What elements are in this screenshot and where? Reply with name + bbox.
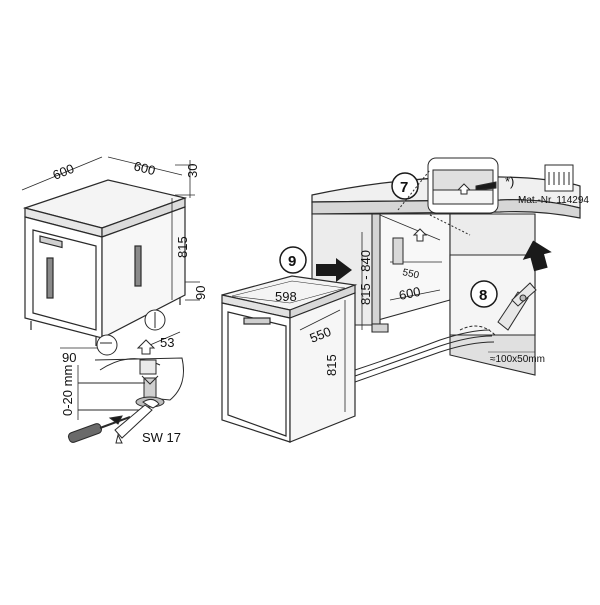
dim-toe-90: 90 <box>193 286 208 300</box>
step-8-label: 8 <box>479 287 487 304</box>
step-8-marker <box>470 280 498 308</box>
hoses <box>354 329 495 383</box>
water-connection <box>459 282 537 336</box>
built-in-dishwasher <box>221 275 358 443</box>
mat-nr-label: Mat.-Nr. 114294 <box>518 195 589 206</box>
lift-arrow-icon <box>522 240 552 272</box>
dim-width-600: 600 <box>51 161 77 183</box>
step-9-marker <box>279 246 307 274</box>
wrench-icon <box>108 398 160 444</box>
dim-niche-height: 815 - 840 <box>358 250 373 305</box>
step-9-label: 9 <box>288 253 296 270</box>
step-7-asterisk: *) <box>505 174 514 189</box>
left-dimension-lines <box>21 156 200 420</box>
leveling-foot-detail <box>78 339 184 411</box>
dim-niche-depth: 550 <box>401 267 420 281</box>
dim-niche-width: 600 <box>398 284 422 303</box>
dim-height-815: 815 <box>175 236 190 258</box>
step-7-detail-zoom <box>397 157 499 236</box>
hole-size-label: ≈100x50mm <box>490 354 545 365</box>
dim-top-gap-30: 30 <box>185 164 200 178</box>
wrench-size-label: SW 17 <box>142 430 181 445</box>
step-7-label: 7 <box>400 179 408 196</box>
dim-height-815-right: 815 <box>324 354 339 376</box>
push-in-arrow-icon <box>316 258 352 282</box>
dim-leveling-range: 0-20 mm <box>60 365 75 416</box>
step-7-marker <box>391 172 419 200</box>
dim-depth-600: 600 <box>132 158 157 178</box>
mounting-bracket <box>392 228 428 265</box>
built-in-dimension-lines <box>299 300 346 412</box>
dim-foot-side-53: 53 <box>160 335 174 350</box>
foot-detail-circles <box>96 309 166 356</box>
screwdriver-icon <box>67 416 131 443</box>
parts-bag-icon <box>544 164 574 192</box>
dim-width-598: 598 <box>275 289 297 304</box>
dim-foot-front-90: 90 <box>62 350 76 365</box>
freestanding-dishwasher <box>22 179 188 346</box>
